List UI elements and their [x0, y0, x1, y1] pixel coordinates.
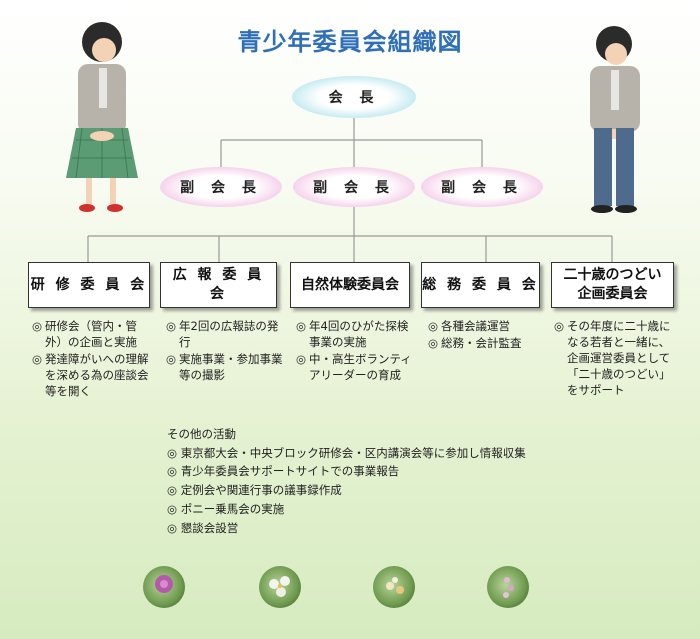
- committee-desc-nature: ◎年4回のひがた探検事業の実施 ◎中・高生ボランティアリーダーの育成: [296, 318, 414, 384]
- bullet-mark: ◎: [167, 520, 178, 535]
- committee-desc-general-affairs: ◎各種会議運営 ◎総務・会計監査: [428, 318, 546, 352]
- desc-text: 発達障がいへの理解を深める為の座談会等を開く: [45, 352, 149, 399]
- bullet-mark: ◎: [167, 483, 178, 498]
- honeysuckle-flower-icon: [386, 577, 404, 594]
- vice-president-oval-3: 副 会 長: [421, 167, 543, 207]
- desc-text: 年2回の広報誌の発行: [179, 319, 279, 350]
- vice-president-oval-2: 副 会 長: [293, 167, 415, 207]
- desc-item: ◎年4回のひがた探検事業の実施: [296, 318, 414, 350]
- wildflower-icon: [503, 577, 514, 598]
- committee-box-training: 研 修 委 員 会: [28, 262, 150, 308]
- bullet-mark: ◎: [296, 319, 307, 333]
- president-oval: 会 長: [292, 76, 416, 118]
- desc-text: その年度に二十歳になる若者と一緒に、企画運営委員として「二十歳のつどい」をサポー…: [567, 319, 671, 398]
- bullet-mark: ◎: [32, 352, 43, 367]
- desc-item: ◎年2回の広報誌の発行: [166, 318, 284, 350]
- other-activities: その他の活動 ◎ 東京都大会・中央ブロック研修会・区内講演会等に参加し情報収集 …: [167, 425, 526, 537]
- desc-text: 中・高生ボランティアリーダーの育成: [309, 352, 412, 383]
- desc-item: ◎中・高生ボランティアリーダーの育成: [296, 351, 414, 383]
- committee-box-publicity: 広 報 委 員 会: [160, 262, 277, 308]
- desc-item: ◎研修会（管内・管外）の企画と実施: [32, 318, 150, 350]
- other-activities-heading: その他の活動: [167, 427, 236, 441]
- other-activity-text: 青少年委員会サポートサイトでの事業報告: [180, 464, 400, 479]
- desc-item: ◎実施事業・参加事業等の撮影: [166, 351, 284, 383]
- committee-desc-coming-of-age: ◎その年度に二十歳になる若者と一緒に、企画運営委員として「二十歳のつどい」をサポ…: [554, 318, 678, 399]
- girl-bowing-illustration: [66, 22, 138, 212]
- bullet-mark: ◎: [166, 319, 177, 333]
- bullet-mark: ◎: [428, 319, 439, 333]
- chart-title: 青少年委員会組織図: [237, 28, 463, 56]
- other-activity-item: ◎ 青少年委員会サポートサイトでの事業報告: [167, 462, 526, 481]
- desc-item: ◎各種会議運営: [428, 318, 546, 334]
- committee-desc-training: ◎研修会（管内・管外）の企画と実施 ◎発達障がいへの理解を深める為の座談会等を開…: [32, 318, 150, 400]
- desc-text: 研修会（管内・管外）の企画と実施: [45, 319, 137, 350]
- desc-text: 実施事業・参加事業等の撮影: [179, 352, 283, 383]
- bullet-mark: ◎: [296, 352, 307, 367]
- other-activity-item: ◎ 東京都大会・中央ブロック研修会・区内講演会等に参加し情報収集: [167, 444, 526, 463]
- flower-photo-wildflower: [487, 566, 529, 608]
- committee-box-nature: 自然体験委員会: [290, 262, 410, 308]
- bullet-mark: ◎: [167, 501, 178, 516]
- flower-photo-white-blossom: [259, 566, 301, 608]
- committee-box-general-affairs: 総 務 委 員 会: [421, 262, 540, 308]
- other-activity-item: ◎ 懇談会設営: [167, 519, 526, 538]
- boy-bowing-illustration: [590, 26, 640, 213]
- committee-name-line-1: 二十歳のつどい: [563, 267, 662, 284]
- white-blossom-icon: [269, 576, 290, 597]
- desc-text: 総務・会計監査: [441, 336, 522, 351]
- flower-photo-thistle: [143, 566, 185, 608]
- other-activity-text: 定例会や関連行事の議事録作成: [180, 483, 342, 498]
- vice-president-oval-1: 副 会 長: [160, 167, 282, 207]
- desc-item: ◎発達障がいへの理解を深める為の座談会等を開く: [32, 351, 150, 399]
- desc-item: ◎その年度に二十歳になる若者と一緒に、企画運営委員として「二十歳のつどい」をサポ…: [554, 318, 678, 398]
- committee-name-line-2: 企画委員会: [577, 286, 648, 302]
- other-activity-item: ◎ 定例会や関連行事の議事録作成: [167, 481, 526, 500]
- desc-text: 年4回のひがた探検事業の実施: [309, 319, 409, 350]
- bullet-mark: ◎: [166, 352, 177, 367]
- desc-text: 各種会議運営: [441, 319, 510, 333]
- bullet-mark: ◎: [167, 445, 178, 460]
- bullet-mark: ◎: [32, 319, 43, 333]
- desc-item: ◎総務・会計監査: [428, 335, 546, 351]
- other-activity-item: ◎ ポニー乗馬会の実施: [167, 500, 526, 519]
- bullet-mark: ◎: [167, 464, 178, 479]
- committee-box-coming-of-age: 二十歳のつどい 企画委員会: [551, 262, 674, 308]
- flower-photo-honeysuckle: [373, 566, 415, 608]
- other-activity-text: ポニー乗馬会の実施: [180, 501, 285, 516]
- bullet-mark: ◎: [554, 319, 565, 333]
- committee-desc-publicity: ◎年2回の広報誌の発行 ◎実施事業・参加事業等の撮影: [166, 318, 284, 384]
- thistle-flower-icon: [155, 575, 173, 593]
- bullet-mark: ◎: [428, 336, 439, 351]
- other-activity-text: 東京都大会・中央ブロック研修会・区内講演会等に参加し情報収集: [180, 445, 526, 460]
- other-activity-text: 懇談会設営: [180, 520, 239, 535]
